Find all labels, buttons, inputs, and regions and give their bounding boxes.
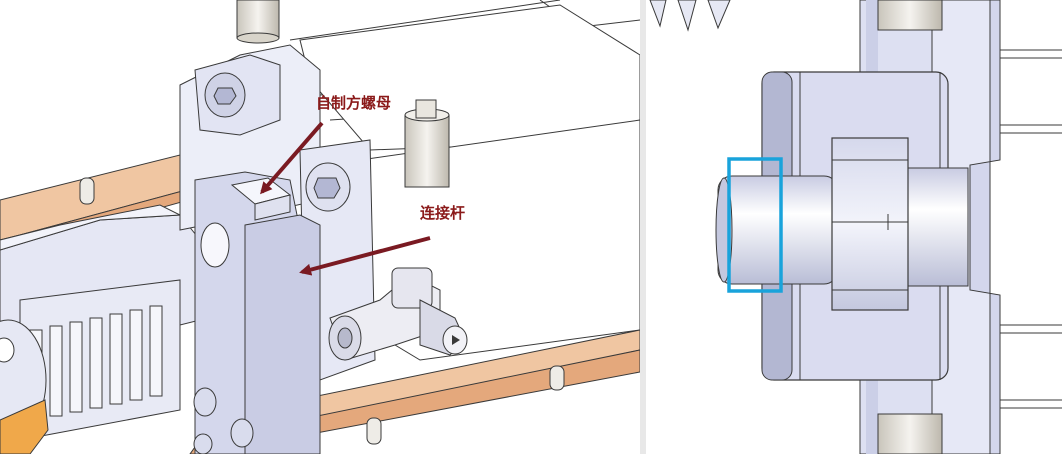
- frame-bracket: [969, 0, 1001, 454]
- pneumatic-fitting-icon: [328, 267, 468, 361]
- socket-head-cap-screw-icon: [305, 99, 450, 212]
- connecting-rod-shaft: [715, 167, 969, 287]
- socket-head-cap-screw-icon: [204, 0, 280, 118]
- highlight-box: [727, 157, 783, 293]
- socket-head-cap-screw-icon: [877, 0, 943, 454]
- panel-divider: [640, 0, 646, 454]
- gear-wheel: [0, 319, 49, 454]
- base-housing-top: [0, 204, 182, 251]
- left-panel-view: 自制方螺母 连接杆: [0, 0, 641, 454]
- socket-head-cap-screw-icon: [193, 387, 254, 454]
- front-slider-face: [244, 214, 321, 454]
- gear-teeth-top: [649, 0, 731, 32]
- arrow-to-square-nut: [260, 121, 324, 195]
- right-panel-view: [646, 0, 1062, 454]
- label-self-made-nut: 自制方螺母: [316, 94, 391, 112]
- label-connecting-rod: 连接杆: [420, 204, 465, 222]
- annotation-arrows: [260, 121, 431, 276]
- pin-hole: [200, 222, 230, 268]
- rail-pins: [79, 177, 565, 445]
- frame-rods: [1000, 49, 1062, 409]
- arrow-to-connecting-rod: [299, 236, 431, 276]
- hex-nut-icon: [831, 137, 909, 311]
